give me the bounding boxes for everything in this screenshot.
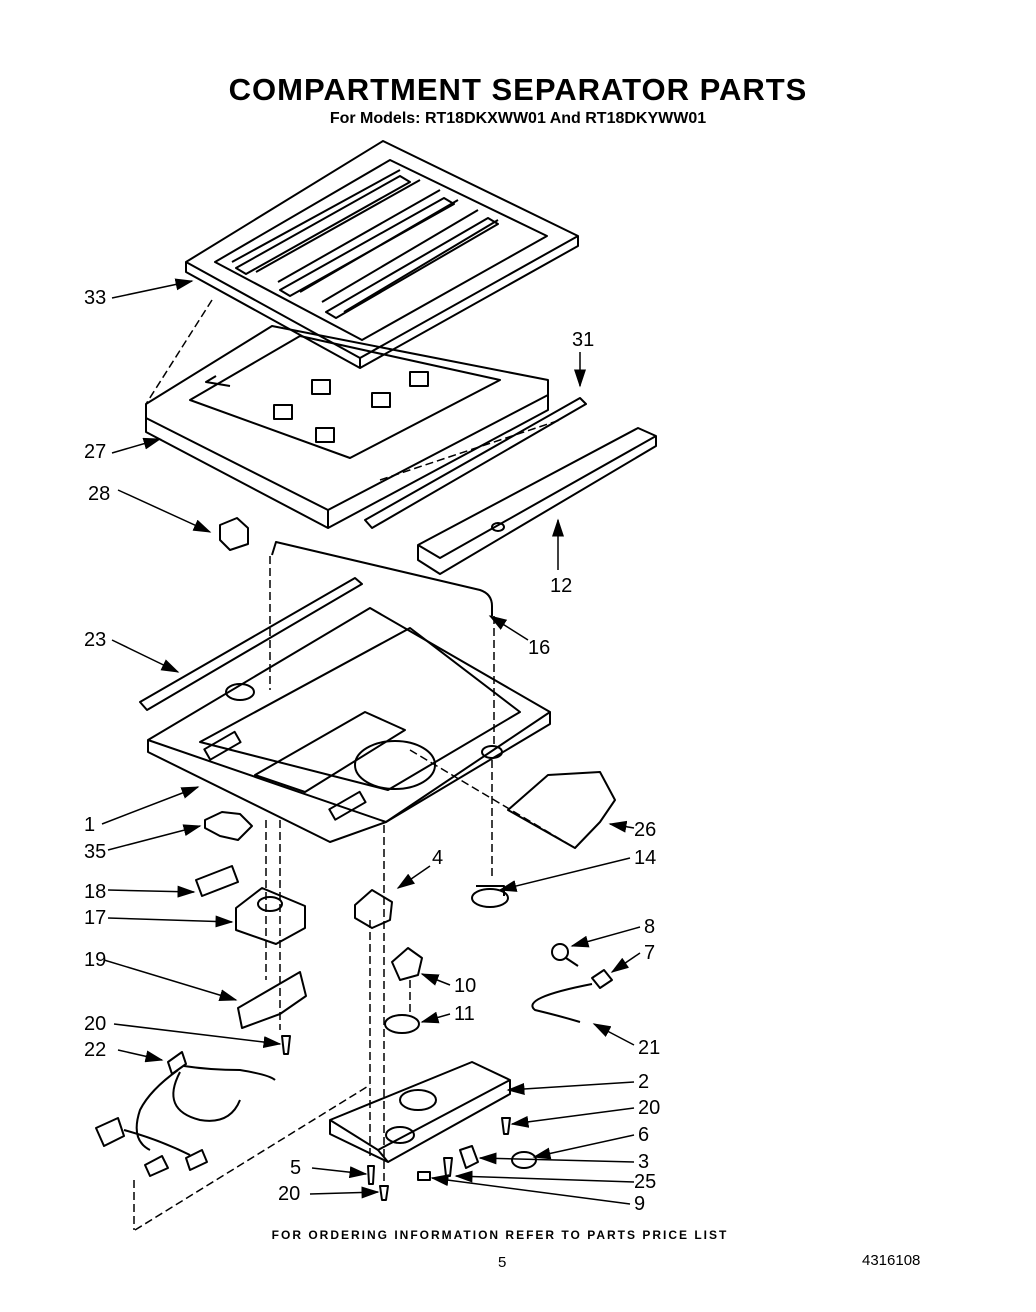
callout-7: 7 xyxy=(644,942,656,964)
gasket-strip-part xyxy=(364,397,587,529)
screw-5-part xyxy=(367,1165,375,1185)
callout-1: 1 xyxy=(84,814,96,836)
alignment-lines xyxy=(133,299,576,1231)
callout-23: 23 xyxy=(84,629,107,651)
callout-2: 2 xyxy=(638,1071,650,1093)
callout-12: 12 xyxy=(550,575,573,597)
callout-20-bottom: 20 xyxy=(278,1183,301,1205)
control-housing-part xyxy=(235,887,306,945)
latch-part xyxy=(204,811,253,841)
callout-22: 22 xyxy=(84,1039,107,1061)
callout-25: 25 xyxy=(634,1171,657,1193)
wire-harness-part xyxy=(95,1051,276,1177)
clip-9-part xyxy=(417,1171,431,1181)
callout-9: 9 xyxy=(634,1193,646,1215)
light-bulb-part xyxy=(551,943,579,967)
document-number: 4316108 xyxy=(862,1252,921,1269)
screw-20-upper-part xyxy=(281,1035,291,1055)
separator-cover-part xyxy=(145,325,549,529)
callout-16: 16 xyxy=(528,637,551,659)
socket-part xyxy=(591,969,613,989)
callout-4: 4 xyxy=(432,847,444,869)
callout-31: 31 xyxy=(572,329,595,351)
callout-21: 21 xyxy=(638,1037,661,1059)
control-bracket-part xyxy=(237,971,307,1029)
leader-arrows xyxy=(101,278,641,1205)
callout-28: 28 xyxy=(88,483,111,505)
callout-11: 11 xyxy=(454,1003,475,1025)
callout-10: 10 xyxy=(454,975,477,997)
callout-19: 19 xyxy=(84,949,107,971)
bezel-part xyxy=(195,865,239,897)
switch-part xyxy=(391,947,423,981)
knob-part xyxy=(384,1014,420,1034)
control-tray-part xyxy=(329,1061,511,1163)
callout-8: 8 xyxy=(644,916,656,938)
page-number: 5 xyxy=(498,1254,507,1271)
trim-strip-part xyxy=(139,577,363,711)
screw-20-bottom-part xyxy=(379,1185,389,1201)
callout-33: 33 xyxy=(84,287,107,309)
callout-35: 35 xyxy=(84,841,107,863)
screw-20-mid-part xyxy=(501,1117,511,1135)
callout-3: 3 xyxy=(638,1151,650,1173)
screw-25-part xyxy=(443,1157,453,1177)
drain-tube-part xyxy=(271,541,493,616)
ordering-note: FOR ORDERING INFORMATION REFER TO PARTS … xyxy=(271,1228,729,1242)
callout-27: 27 xyxy=(84,441,107,463)
callout-18: 18 xyxy=(84,881,107,903)
model-subtitle: For Models: RT18DKXWW01 And RT18DKYWW01 xyxy=(329,110,707,127)
page-title: COMPARTMENT SEPARATOR PARTS xyxy=(228,72,808,107)
separator-body-part xyxy=(147,607,551,843)
block-part xyxy=(219,517,249,551)
thermostat-part xyxy=(354,889,393,929)
socket-wire-part xyxy=(531,983,593,1023)
support-channel-part xyxy=(417,427,657,575)
callout-17: 17 xyxy=(84,907,107,929)
callout-5: 5 xyxy=(290,1157,302,1179)
relay-part xyxy=(459,1145,479,1169)
shelf-grille-part xyxy=(185,140,579,369)
callout-6: 6 xyxy=(638,1124,650,1146)
cover-sheet-part xyxy=(507,771,616,849)
callout-20-mid: 20 xyxy=(638,1097,661,1119)
callout-20-upper: 20 xyxy=(84,1013,107,1035)
callout-14: 14 xyxy=(634,847,657,869)
callout-26: 26 xyxy=(634,819,657,841)
